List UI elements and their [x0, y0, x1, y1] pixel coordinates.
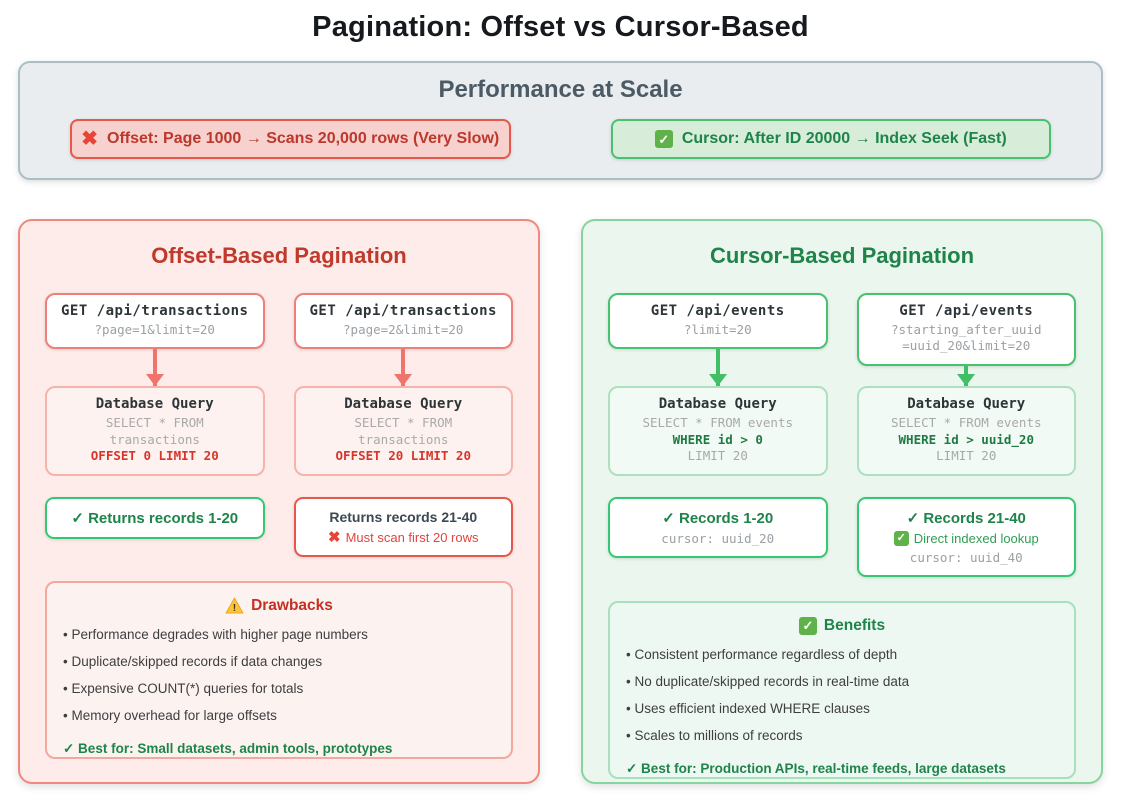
cursor-panel: Cursor-Based Pagination GET /api/events … — [581, 219, 1103, 784]
sql-highlight: OFFSET 0 LIMIT 20 — [90, 448, 219, 463]
flow-arrow-icon — [401, 349, 406, 386]
request-method: GET /api/transactions — [60, 303, 249, 319]
drawback-item: Duplicate/skipped records if data change… — [63, 654, 495, 669]
svg-text:!: ! — [233, 603, 236, 614]
benefit-item: Scales to millions of records — [626, 728, 1058, 743]
offset-badge-label: Offset: Page 1000 → Scans 20,000 rows (V… — [107, 130, 500, 147]
result-cursor: cursor: uuid_40 — [909, 549, 1023, 565]
request-query-line2: =uuid_20&limit=20 — [902, 338, 1031, 354]
sql-line: SELECT * FROM events — [890, 415, 1042, 430]
result-box: ✓ Returns records 1-20 — [45, 496, 265, 539]
warning-icon: ! — [225, 597, 244, 614]
cursor-columns: GET /api/events ?limit=20 Database Query… — [608, 293, 1076, 577]
benefits-heading: Benefits — [823, 616, 886, 634]
result-text: Returns records 21-40 — [329, 508, 478, 525]
result-text: ✓ Returns records 1-20 — [71, 509, 239, 527]
check-emoji-icon: ✓ — [798, 616, 817, 635]
performance-section: Performance at Scale ✖ Offset: Page 1000… — [18, 61, 1103, 180]
database-query-box: Database Query SELECT * FROM transaction… — [45, 386, 265, 476]
sql-highlight: WHERE id > uuid_20 — [898, 431, 1034, 447]
result-extra: ✓ Direct indexed lookup — [863, 530, 1071, 546]
drawbacks-heading: Drawbacks — [251, 596, 333, 614]
flow-arrow-icon — [964, 365, 969, 386]
database-query-box: Database Query SELECT * FROM transaction… — [293, 386, 513, 476]
database-query-title: Database Query — [907, 396, 1026, 412]
sql-line: SELECT * FROM events — [642, 415, 793, 430]
offset-column-page1: GET /api/transactions ?page=1&limit=20 D… — [45, 293, 265, 557]
offset-performance-badge: ✖ Offset: Page 1000 → Scans 20,000 rows … — [70, 119, 511, 159]
result-warning-text: Must scan first 20 rows — [345, 529, 479, 545]
sql-line: transactions — [358, 431, 449, 447]
cross-icon: ✖ — [327, 528, 341, 546]
database-query-box: Database Query SELECT * FROM events WHER… — [608, 386, 828, 476]
result-box: ✓ Records 21-40 ✓ Direct indexed lookup … — [856, 496, 1076, 577]
request-query: ?page=1&limit=20 — [94, 322, 215, 337]
drawback-item: Performance degrades with higher page nu… — [63, 627, 495, 642]
benefit-item: Uses efficient indexed WHERE clauses — [626, 701, 1058, 716]
request-box: GET /api/transactions ?page=2&limit=20 — [293, 293, 513, 350]
benefit-item: No duplicate/skipped records in real-tim… — [626, 674, 1058, 689]
drawback-item: Expensive COUNT(*) queries for totals — [63, 681, 495, 696]
request-query: ?starting_after_uuid — [890, 322, 1042, 337]
performance-badges: ✖ Offset: Page 1000 → Scans 20,000 rows … — [20, 119, 1101, 159]
offset-column-page2: GET /api/transactions ?page=2&limit=20 D… — [293, 293, 513, 557]
offset-columns: GET /api/transactions ?page=1&limit=20 D… — [45, 293, 513, 557]
result-warning: ✖ Must scan first 20 rows — [300, 530, 508, 545]
flow-arrow-icon — [715, 349, 720, 386]
benefits-title: ✓ Benefits — [626, 616, 1058, 635]
database-query-title: Database Query — [344, 396, 463, 412]
flow-arrow-icon — [152, 349, 157, 386]
sql-line: SELECT * FROM — [354, 415, 453, 430]
request-method: GET /api/events — [899, 303, 1034, 319]
cursor-panel-title: Cursor-Based Pagination — [709, 243, 975, 268]
comparison-panels: Offset-Based Pagination GET /api/transac… — [18, 219, 1103, 784]
sql-highlight: WHERE id > 0 — [672, 431, 763, 447]
request-flow: GET /api/transactions ?page=1&limit=20 — [45, 293, 265, 386]
request-box: GET /api/events ?limit=20 — [608, 293, 828, 350]
request-box: GET /api/transactions ?page=1&limit=20 — [45, 293, 265, 350]
sql-line: LIMIT 20 — [936, 448, 997, 463]
sql-line: SELECT * FROM — [105, 415, 204, 430]
request-query: ?page=2&limit=20 — [343, 322, 464, 337]
request-method: GET /api/transactions — [309, 303, 497, 319]
sql-highlight: OFFSET 20 LIMIT 20 — [335, 448, 471, 463]
drawback-item: Memory overhead for large offsets — [63, 708, 495, 723]
request-method: GET /api/events — [650, 303, 785, 319]
result-cursor: cursor: uuid_20 — [661, 530, 775, 546]
offset-best-for: ✓ Best for: Small datasets, admin tools,… — [63, 740, 393, 756]
page-title: Pagination: Offset vs Cursor-Based — [312, 11, 809, 43]
check-emoji-icon: ✓ — [893, 530, 909, 546]
result-text: ✓ Records 21-40 — [906, 509, 1026, 527]
database-query-box: Database Query SELECT * FROM events WHER… — [856, 386, 1076, 476]
result-box: Returns records 21-40 ✖ Must scan first … — [293, 496, 513, 557]
request-flow: GET /api/events ?limit=20 — [608, 293, 828, 386]
result-text: ✓ Records 1-20 — [662, 509, 774, 527]
cursor-column-next: GET /api/events ?starting_after_uuid =uu… — [856, 293, 1076, 577]
request-query: ?limit=20 — [683, 322, 752, 337]
cursor-performance-badge: ✓ Cursor: After ID 20000 → Index Seek (F… — [610, 119, 1051, 159]
cursor-column-first: GET /api/events ?limit=20 Database Query… — [608, 293, 828, 577]
check-emoji-icon: ✓ — [654, 130, 673, 148]
sql-line: LIMIT 20 — [687, 448, 748, 463]
result-extra-text: Direct indexed lookup — [913, 530, 1039, 546]
drawbacks-box: ! Drawbacks Performance degrades with hi… — [45, 580, 513, 759]
request-flow: GET /api/events ?starting_after_uuid =uu… — [856, 293, 1076, 386]
database-query-title: Database Query — [658, 396, 777, 412]
performance-heading: Performance at Scale — [438, 76, 683, 103]
request-flow: GET /api/transactions ?page=2&limit=20 — [293, 293, 513, 386]
cursor-best-for: ✓ Best for: Production APIs, real-time f… — [626, 760, 1006, 776]
sql-line: transactions — [109, 431, 200, 447]
offset-panel: Offset-Based Pagination GET /api/transac… — [18, 219, 540, 784]
benefit-item: Consistent performance regardless of dep… — [626, 647, 1058, 662]
cross-icon: ✖ — [81, 128, 99, 150]
result-box: ✓ Records 1-20 cursor: uuid_20 — [608, 496, 828, 558]
benefits-box: ✓ Benefits Consistent performance regard… — [608, 600, 1076, 779]
drawbacks-title: ! Drawbacks — [63, 597, 495, 615]
database-query-title: Database Query — [95, 396, 214, 412]
cursor-badge-label: Cursor: After ID 20000 → Index Seek (Fas… — [681, 130, 1007, 147]
request-box: GET /api/events ?starting_after_uuid =uu… — [856, 293, 1076, 366]
offset-panel-title: Offset-Based Pagination — [151, 243, 407, 268]
